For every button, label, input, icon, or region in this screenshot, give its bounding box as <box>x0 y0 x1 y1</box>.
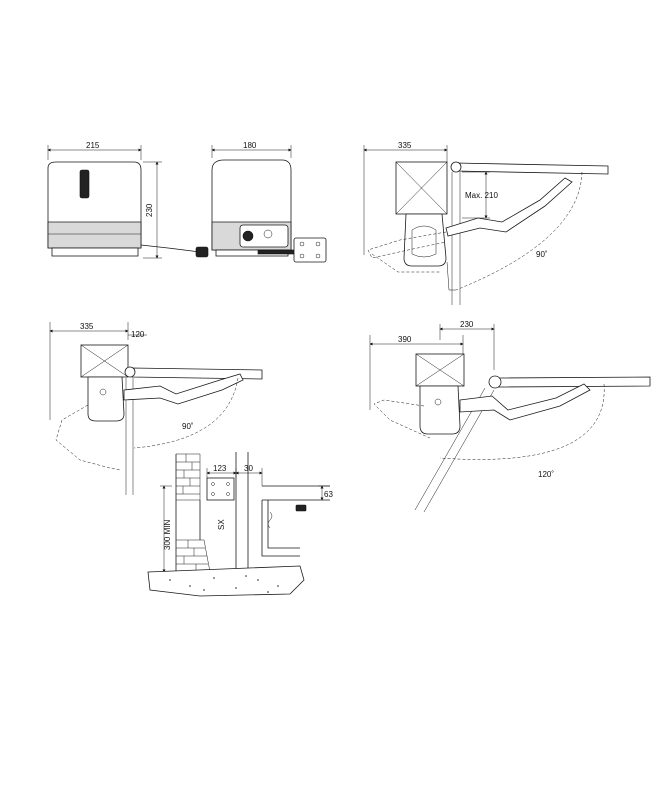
front-width-label: 215 <box>86 141 100 150</box>
motor-front-view: 215 230 <box>47 141 209 259</box>
wall-width-b-label: 30 <box>244 464 253 473</box>
install-90-width-label: 335 <box>398 141 412 150</box>
install-inner-view: 335 120 90˚ <box>49 322 263 495</box>
wall-height-label: 63 <box>324 490 333 499</box>
install-inner-offset-label: 120 <box>131 330 145 339</box>
front-height-label: 230 <box>145 203 154 217</box>
brick-wall-lower <box>176 539 211 573</box>
install-90-max-label: Max. 210 <box>465 191 498 200</box>
wall-detail-view: 123 30 63 300 MIN SX <box>147 452 333 597</box>
install-120-offset-label: 230 <box>460 320 474 329</box>
wall-side-label: SX <box>217 519 226 530</box>
ground-texture <box>169 575 279 593</box>
install-inner-angle-label: 90˚ <box>182 422 194 431</box>
brick-wall-upper <box>176 453 201 501</box>
install-inner-width-label: 335 <box>80 322 94 331</box>
install-90-view: 335 Max. 210 90˚ <box>363 141 609 305</box>
install-90-angle-label: 90˚ <box>536 250 548 259</box>
wall-width-a-label: 123 <box>213 464 227 473</box>
install-120-view: 390 230 120˚ <box>369 320 651 513</box>
install-120-width-label: 390 <box>398 335 412 344</box>
install-120-angle-label: 120˚ <box>538 470 554 479</box>
motor-side-view: 180 <box>211 141 327 263</box>
wall-min-label: 300 MIN <box>163 520 172 550</box>
side-width-label: 180 <box>243 141 257 150</box>
